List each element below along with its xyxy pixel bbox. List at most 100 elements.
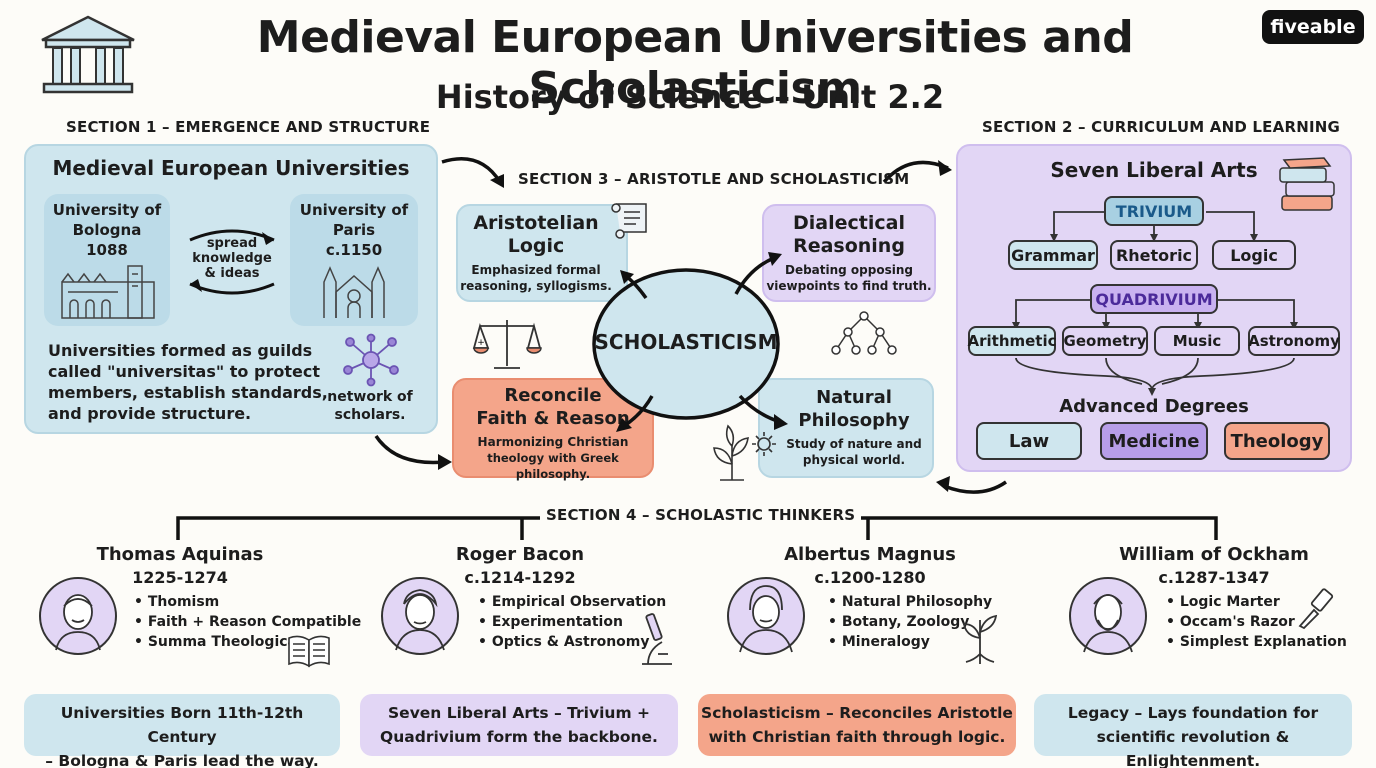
section3-heading: SECTION 3 – ARISTOTLE AND SCHOLASTICISM [518, 170, 910, 188]
paris-label: University of Paris c.1150 [290, 200, 418, 260]
thinkers-bracket [176, 516, 1218, 540]
natural-title1: Natural [816, 387, 892, 408]
ockham-point-1: Logic Marter [1166, 592, 1347, 612]
summary-1-line1: Universities Born 11th-12th Century [60, 704, 304, 746]
thinker-points-ockham: Logic Marter Occam's Razor Simplest Expl… [1166, 592, 1347, 652]
aquinas-point-2: Faith + Reason Compatible [134, 612, 361, 632]
brand-label: fiveable [1270, 16, 1356, 38]
balance-scale-icon: + [472, 320, 542, 369]
summary-4-line2: scientific revolution & Enlightenment. [1096, 728, 1290, 768]
natural-desc2: physical world. [802, 453, 906, 467]
dialectical-desc1: Debating opposing [784, 263, 913, 277]
thinker-points-bacon: Empirical Observation Experimentation Op… [478, 592, 666, 652]
bologna-line2: Bologna [72, 221, 142, 239]
arrow-s1-to-s3 [441, 157, 504, 188]
aristotelian-title1: Aristotelian [473, 212, 599, 234]
scholasticism-circle [592, 268, 780, 420]
degree-law: Law [976, 422, 1082, 460]
paris-cathedral-icon [323, 266, 385, 318]
reconcile-title1: Reconcile [504, 385, 602, 406]
description-line2: called "universitas" to protect [48, 362, 320, 381]
microscope-icon [642, 613, 672, 665]
bologna-label: University of Bologna 1088 [44, 200, 170, 260]
trivium-rhetoric: Rhetoric [1110, 240, 1198, 270]
summary-box-1: Universities Born 11th-12th Century – Bo… [24, 694, 340, 768]
description-line3: members, establish standards, [48, 383, 328, 402]
quadrivium-astronomy: Astronomy [1248, 326, 1340, 356]
bologna-building-icon [61, 265, 155, 319]
bacon-point-3: Optics & Astronomy [478, 632, 666, 652]
network-icon [343, 333, 399, 387]
summary-2-line2: Quadrivium form the backbone. [380, 728, 658, 746]
page-subtitle: History of Science – Unit 2.2 [435, 78, 945, 116]
summary-1-line2: – Bologna & Paris lead the way. [45, 752, 319, 768]
natural-box [758, 378, 934, 478]
bacon-portrait-icon [381, 577, 459, 655]
tree-diagram-icon [831, 311, 897, 355]
spread-line3: & ideas [204, 266, 260, 281]
paris-card [290, 194, 418, 326]
trivium-label: TRIVIUM [1104, 196, 1204, 226]
plant-sun-icon [713, 424, 776, 481]
sprout-icon [962, 614, 998, 664]
aristotelian-desc2: reasoning, syllogisms. [460, 279, 612, 293]
summary-2-line1: Seven Liberal Arts – Trivium + [388, 704, 650, 722]
bologna-card [44, 194, 170, 326]
arrow-s2-to-natural [936, 476, 1007, 494]
thinker-points-aquinas: Thomism Faith + Reason Compatible Summa … [134, 592, 361, 652]
summary-3-line2: with Christian faith through logic. [708, 728, 1006, 746]
reconcile-text: Reconcile Faith & Reason Harmonizing Chr… [452, 384, 654, 482]
albertus-point-2: Botany, Zoology [828, 612, 992, 632]
section1-description: Universities formed as guilds called "un… [48, 340, 328, 424]
arrow-s3-to-s2 [882, 160, 952, 184]
network-label: network of scholars. [318, 388, 422, 424]
aristotelian-box [456, 204, 628, 302]
spread-line2: knowledge [192, 251, 272, 266]
aquinas-point-3: Summa Theologica [134, 632, 361, 652]
dialectical-desc2: viewpoints to find truth. [766, 279, 932, 293]
spread-label: spread knowledge & ideas [186, 236, 278, 281]
svg-text:+: + [477, 338, 485, 348]
arrow-s1-to-reconcile [374, 434, 452, 470]
trivium-logic: Logic [1212, 240, 1296, 270]
trivium-grammar: Grammar [1008, 240, 1098, 270]
aristotelian-text: Aristotelian Logic Emphasized formal rea… [456, 212, 616, 294]
network-line2: scholars. [334, 407, 406, 423]
natural-title2: Philosophy [798, 410, 910, 431]
ockham-point-2: Occam's Razor [1166, 612, 1347, 632]
scholasticism-label: SCHOLASTICISM [594, 330, 778, 354]
summary-4-line1: Legacy – Lays foundation for [1067, 704, 1319, 722]
thinker-dates-albertus: c.1200-1280 [814, 568, 926, 587]
bologna-line1: University of [52, 201, 162, 219]
aquinas-portrait-icon [39, 577, 117, 655]
reconcile-title2: Faith & Reason [476, 408, 630, 429]
albertus-point-1: Natural Philosophy [828, 592, 992, 612]
section1-box-title: Medieval European Universities [52, 156, 410, 180]
bacon-point-1: Empirical Observation [478, 592, 666, 612]
aristotelian-title2: Logic [507, 235, 565, 257]
paris-year: c.1150 [325, 241, 383, 259]
dialectical-title2: Reasoning [793, 235, 905, 257]
dialectical-box [762, 204, 936, 302]
summary-box-3: Scholasticism – Reconciles Aristotle wit… [698, 694, 1016, 756]
spread-arrows [189, 229, 275, 295]
quadrivium-music: Music [1154, 326, 1240, 356]
section4-heading: SECTION 4 – SCHOLASTIC THINKERS [540, 506, 862, 524]
description-line1: Universities formed as guilds [48, 341, 313, 360]
dialectical-text: Dialectical Reasoning Debating opposing … [762, 212, 936, 294]
quadrivium-geometry: Geometry [1062, 326, 1148, 356]
brand-logo: fiveable [1262, 10, 1364, 44]
reconcile-desc2: theology with Greek philosophy. [487, 451, 619, 481]
natural-desc1: Study of nature and [786, 437, 922, 451]
ockham-point-3: Simplest Explanation [1166, 632, 1347, 652]
albertus-portrait-icon [727, 577, 805, 655]
paris-line1: University of [299, 201, 409, 219]
thinker-dates-bacon: c.1214-1292 [464, 568, 576, 587]
degree-medicine: Medicine [1100, 422, 1208, 460]
spread-line1: spread [206, 236, 258, 251]
thinker-points-albertus: Natural Philosophy Botany, Zoology Miner… [828, 592, 992, 652]
section2-heading: SECTION 2 – CURRICULUM AND LEARNING [982, 118, 1340, 136]
quadrivium-arithmetic: Arithmetic [968, 326, 1057, 356]
dialectical-title1: Dialectical [793, 212, 905, 234]
paris-line2: Paris [332, 221, 376, 239]
